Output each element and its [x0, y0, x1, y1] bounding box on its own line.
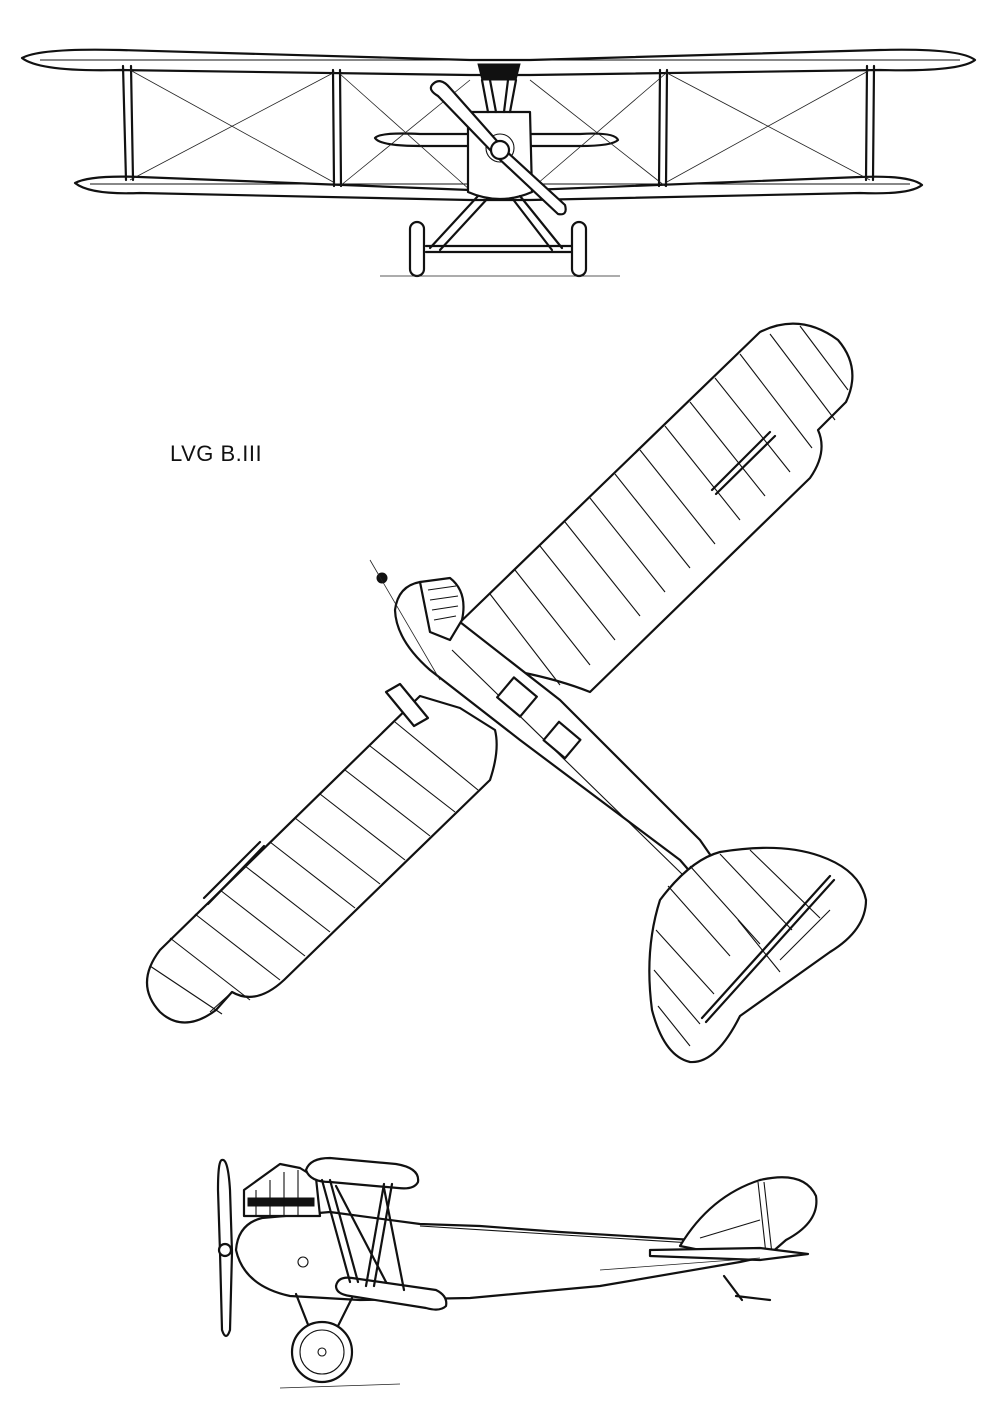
side-interplane-struts: [320, 1178, 406, 1292]
front-engine-block: [477, 63, 521, 81]
front-left-wheel: [408, 220, 426, 278]
plan-rear-cockpit: [542, 720, 582, 760]
plan-upper-right-wing: [450, 322, 854, 694]
plan-propeller: [384, 682, 430, 728]
front-right-wheel: [570, 220, 588, 278]
plan-lower-left-wing: [146, 694, 498, 1024]
front-view: [20, 48, 977, 278]
plan-lower-left-wing-ribs: [149, 721, 479, 1015]
aircraft-designation-label: LVG B.III: [170, 441, 263, 466]
side-lower-wing: [334, 1276, 448, 1311]
side-upper-wing: [304, 1156, 420, 1190]
front-interplane-struts: [121, 64, 876, 188]
plan-upper-right-wing-ribs: [489, 325, 849, 686]
front-landing-gear: [424, 194, 574, 254]
front-bracing-wires: [129, 69, 871, 191]
plan-tailplane-ribs: [653, 849, 831, 1047]
front-upper-wing: [20, 48, 977, 77]
plan-view: [146, 322, 868, 1064]
side-fin-rudder: [678, 1176, 818, 1256]
front-lower-wing: [73, 175, 924, 202]
side-wheel: [290, 1320, 354, 1384]
side-tailplane: [648, 1246, 810, 1262]
side-tail-skid: [722, 1274, 772, 1302]
side-view: [216, 1156, 818, 1389]
plan-front-cockpit: [496, 676, 538, 718]
